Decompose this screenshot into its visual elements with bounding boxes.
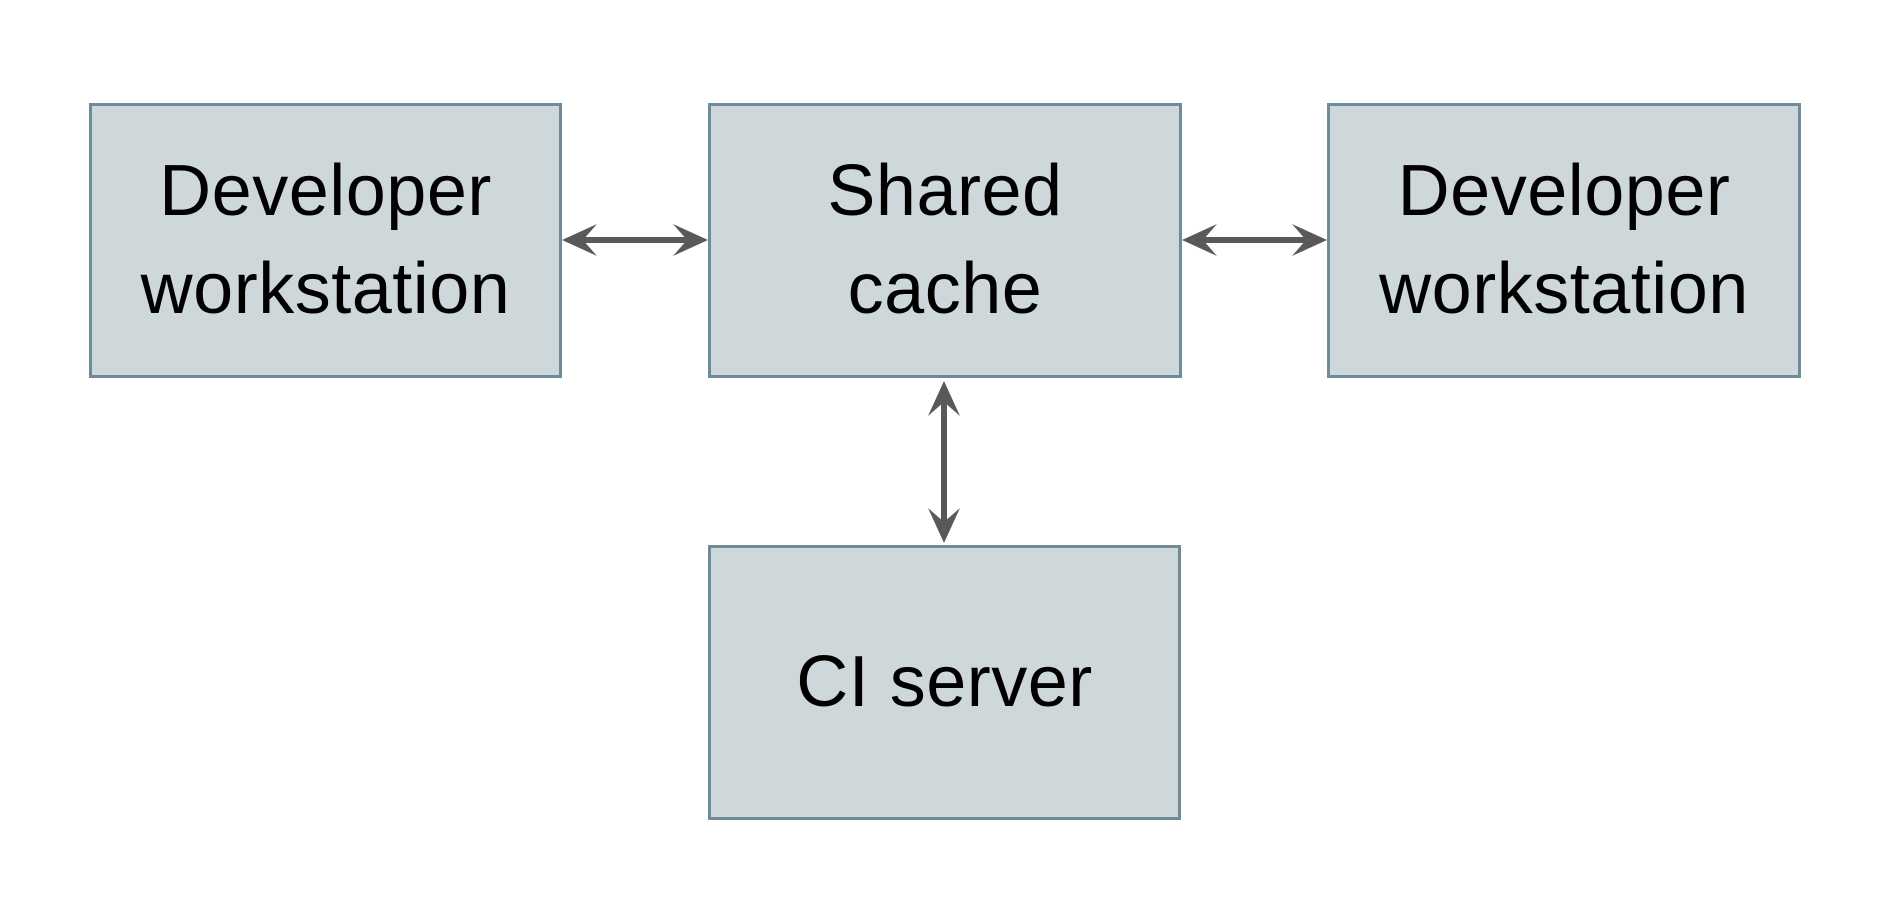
node-ci-server: CI server bbox=[708, 545, 1181, 820]
node-label-ci-server: CI server bbox=[796, 641, 1093, 722]
node-developer-workstation-left: Developer workstation bbox=[89, 103, 562, 378]
node-label-shared-cache: Shared cache bbox=[827, 151, 1063, 329]
node-developer-workstation-right: Developer workstation bbox=[1327, 103, 1801, 378]
double-arrow-shared-cache-ci-server bbox=[928, 381, 960, 543]
double-arrow-left-workstation-shared-cache bbox=[562, 224, 708, 256]
double-arrow-shared-cache-right-workstation bbox=[1182, 224, 1327, 256]
node-shared-cache: Shared cache bbox=[708, 103, 1182, 378]
node-label-developer-workstation-left: Developer workstation bbox=[140, 151, 511, 329]
node-label-developer-workstation-right: Developer workstation bbox=[1379, 151, 1749, 329]
